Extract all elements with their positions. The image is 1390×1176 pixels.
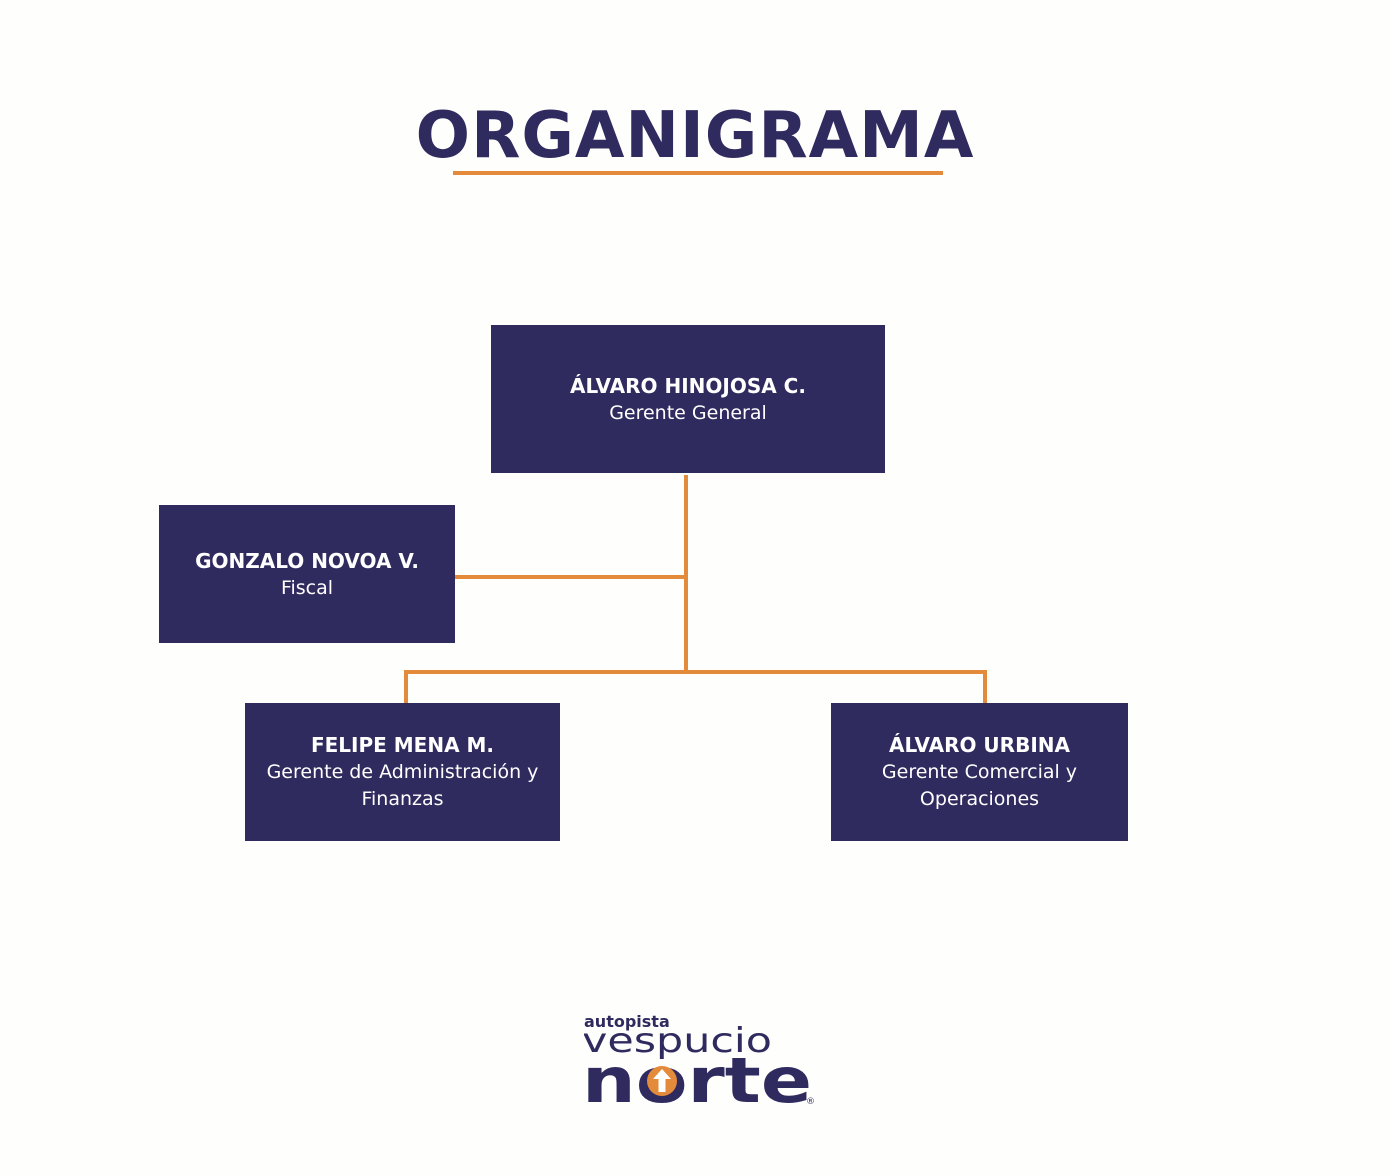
node-role: Fiscal (280, 576, 334, 599)
node-name: ÁLVARO URBINA (889, 733, 1070, 757)
node-finance-manager: FELIPE MENA M. Gerente de Administración… (245, 703, 560, 841)
page-title: ORGANIGRAMA (415, 99, 975, 173)
node-name: ÁLVARO HINOJOSA C. (570, 373, 806, 398)
logo-line-2: vespucio (584, 1021, 772, 1061)
logo-line-3: norte (584, 1044, 812, 1110)
logo-registered-mark: ® (806, 1097, 815, 1107)
node-name: GONZALO NOVOA V. (195, 548, 419, 573)
node-general-manager: ÁLVARO HINOJOSA C. Gerente General (491, 325, 885, 473)
node-role: Gerente de Administración y Finanzas (266, 761, 539, 810)
autopista-vespucio-norte-logo: autopista vespucio norte ® (584, 1012, 815, 1110)
logo-arrow-icon (647, 1066, 677, 1096)
title-underline (453, 171, 943, 175)
node-role: Gerente Comercial y Operaciones (881, 761, 1078, 810)
node-fiscal: GONZALO NOVOA V. Fiscal (159, 505, 455, 643)
node-name: FELIPE MENA M. (310, 733, 495, 757)
logo-line-1: autopista (584, 1012, 670, 1031)
node-role: Gerente General (609, 401, 767, 424)
node-commercial-manager: ÁLVARO URBINA Gerente Comercial y Operac… (831, 703, 1128, 841)
